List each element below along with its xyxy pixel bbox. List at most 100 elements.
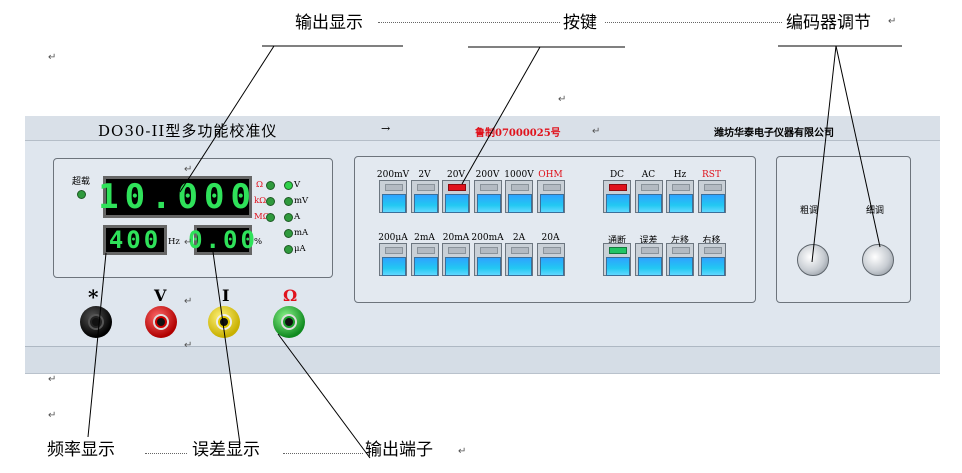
key-row2-3[interactable] [473, 243, 502, 276]
key-indicator [448, 247, 466, 254]
key-face [637, 194, 662, 213]
key-row1-0[interactable] [379, 180, 407, 213]
key-row2-right-2[interactable] [666, 243, 694, 276]
error-display-value: 0.00 [188, 226, 258, 254]
frequency-display: 400 [103, 225, 167, 255]
key-row1-3[interactable] [473, 180, 502, 213]
unit-ma-led [284, 229, 293, 238]
key-label-row2-2: 20mA [442, 233, 470, 243]
key-label-row1-right-2: Hz [673, 170, 687, 180]
paragraph-mark: ↵ [558, 94, 567, 105]
main-display: 10.000 [98, 176, 252, 218]
paragraph-mark: ↵ [48, 374, 57, 385]
key-row2-right-0[interactable] [603, 243, 631, 276]
key-row2-right-3[interactable] [697, 243, 726, 276]
dotted-leader [378, 22, 560, 23]
unit-mohm-led [266, 213, 275, 222]
terminal-ohm-label: Ω [283, 286, 298, 305]
unit-ma: mA [294, 228, 309, 238]
unit-ohm: Ω [256, 180, 264, 190]
title-strip [25, 116, 940, 141]
unit-a: A [294, 212, 301, 222]
bottom-strip [25, 346, 940, 373]
arrow-mark: → [381, 122, 391, 135]
callout-output-terminal: 输出端子 [365, 440, 433, 460]
key-indicator [385, 247, 403, 254]
key-row2-4[interactable] [505, 243, 533, 276]
terminal-v-jack[interactable] [145, 306, 177, 338]
license-number: 鲁制07000025号 [475, 128, 561, 139]
key-face [413, 257, 438, 276]
fine-knob[interactable] [862, 244, 894, 276]
callout-encoder: 编码器调节 [786, 13, 871, 33]
unit-mohm: MΩ [254, 212, 270, 222]
key-indicator [385, 184, 403, 191]
encoder-box [776, 156, 911, 303]
key-label-row2-right-0: 通断 [607, 236, 626, 246]
key-row1-1[interactable] [410, 180, 439, 213]
coarse-label: 粗调 [800, 206, 819, 216]
key-indicator [609, 247, 627, 254]
key-row1-5[interactable] [536, 180, 565, 213]
terminal-i-jack[interactable] [208, 306, 240, 338]
key-row1-4[interactable] [505, 180, 533, 213]
key-row2-2[interactable] [442, 243, 470, 276]
key-face [606, 194, 630, 213]
key-row1-right-1[interactable] [634, 180, 663, 213]
paragraph-mark: ↵ [458, 446, 467, 457]
key-row2-right-1[interactable] [634, 243, 663, 276]
key-indicator [640, 184, 659, 191]
key-row1-2[interactable] [442, 180, 470, 213]
key-indicator [416, 184, 435, 191]
key-face [476, 194, 501, 213]
key-label-row1-right-3: RST [702, 170, 721, 180]
terminal-ohm-jack[interactable] [273, 306, 305, 338]
manufacturer: 潍坊华泰电子仪器有限公司 [714, 128, 834, 139]
paragraph-mark: ↵ [48, 52, 57, 63]
key-indicator [672, 247, 690, 254]
key-indicator [511, 184, 529, 191]
callout-output-display: 输出显示 [295, 13, 363, 33]
terminal-v-label: V [154, 286, 167, 305]
key-face [700, 257, 725, 276]
main-display-value: 10.000 [98, 177, 257, 217]
unit-v-led [284, 181, 293, 190]
key-label-row2-1: 2mA [414, 233, 435, 243]
key-row1-right-2[interactable] [666, 180, 694, 213]
dotted-leader [605, 22, 782, 23]
callout-frequency-display: 频率显示 [47, 440, 115, 460]
key-row2-1[interactable] [410, 243, 439, 276]
key-indicator [511, 247, 529, 254]
key-label-row1-2: 20V [447, 170, 465, 180]
key-face [413, 194, 438, 213]
key-row2-5[interactable] [536, 243, 565, 276]
key-face [539, 257, 564, 276]
unit-ohm-led [266, 181, 275, 190]
unit-kohm: kΩ [254, 196, 267, 206]
key-label-row1-0: 200mV [376, 170, 410, 180]
key-label-row2-0: 200μA [378, 233, 408, 243]
key-face [700, 194, 725, 213]
key-row1-right-0[interactable] [603, 180, 631, 213]
unit-ua-led [284, 245, 293, 254]
paragraph-mark: ↵ [184, 296, 193, 307]
callout-keys: 按键 [563, 13, 597, 33]
key-row1-right-3[interactable] [697, 180, 726, 213]
key-face [539, 194, 564, 213]
key-face [669, 257, 693, 276]
key-face [508, 194, 532, 213]
fine-label: 细调 [866, 206, 885, 216]
terminal-common-jack[interactable] [80, 306, 112, 338]
key-indicator [416, 247, 435, 254]
paragraph-mark: ↵ [184, 164, 193, 175]
key-indicator [479, 247, 498, 254]
key-label-row2-right-2: 左移 [670, 236, 689, 246]
key-indicator [479, 184, 498, 191]
overload-label: 超载 [72, 177, 91, 187]
key-label-row2-5: 20A [541, 233, 560, 243]
paragraph-mark: ↵ [592, 126, 601, 137]
key-row2-0[interactable] [379, 243, 407, 276]
paragraph-mark: ↵ [184, 340, 193, 351]
key-label-row1-5: OHM [538, 170, 563, 180]
